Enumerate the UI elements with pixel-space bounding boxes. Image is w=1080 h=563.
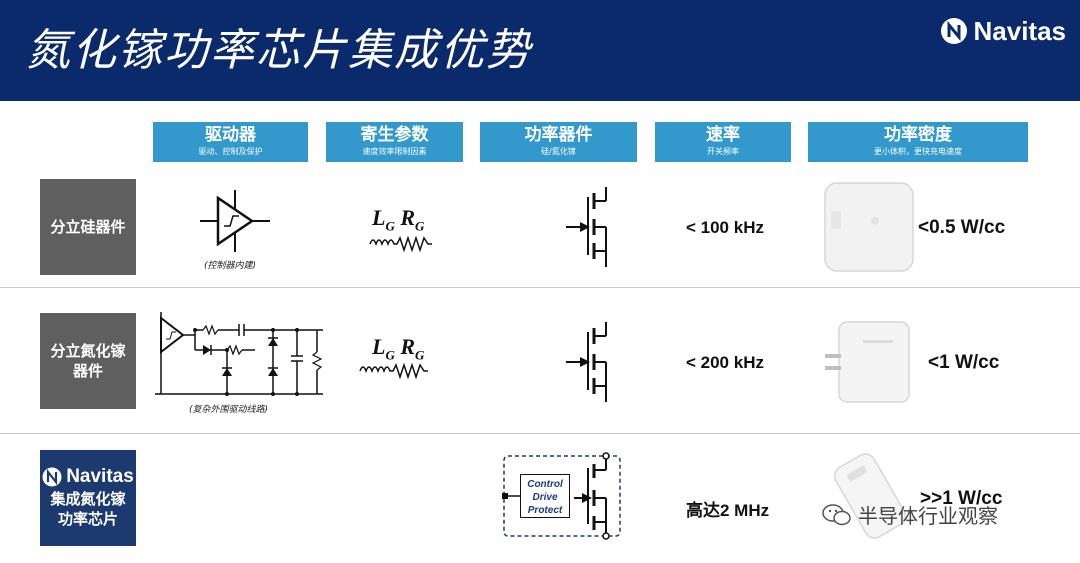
column-header-density: 功率密度 更小体积，更快充电速度 <box>808 122 1028 162</box>
column-subtitle: 硅/氮化镓 <box>541 147 576 156</box>
transistor-icon <box>566 187 607 267</box>
inductor-resistor-icon <box>359 362 428 380</box>
column-title: 寄生参数 <box>360 125 429 145</box>
driver-note: (复杂外围驱动线路) <box>189 405 269 415</box>
laptop-charger-image <box>824 182 914 272</box>
speed-value: < 200 kHz <box>686 353 764 372</box>
column-title: 功率密度 <box>884 125 952 145</box>
title-bar: 氮化镓功率芯片集成优势 Navitas <box>0 0 1080 101</box>
row-label-silicon: 分立硅器件 <box>40 179 136 275</box>
driver-circuit-icon <box>155 312 323 396</box>
speed-value: 高达2 MHz <box>686 501 770 520</box>
navitas-brand: Navitas <box>940 14 1067 48</box>
navitas-logo-icon <box>42 467 62 487</box>
speed-value: < 100 kHz <box>686 218 764 237</box>
column-subtitle: 速度效率限制因素 <box>362 147 427 156</box>
row-label-text: 分立硅器件 <box>50 218 126 236</box>
column-header-driver: 驱动器 驱动、控制及保护 <box>153 122 308 162</box>
column-subtitle: 驱动、控制及保护 <box>198 147 263 156</box>
density-value: <0.5 W/cc <box>918 217 1006 238</box>
driver-note: (控制器内建) <box>204 261 257 271</box>
column-header-parasitic: 寄生参数 速度效率限制因素 <box>326 122 463 162</box>
control-drive-protect-block: Control Drive Protect <box>520 474 570 518</box>
driver-symbol-icon <box>200 190 270 252</box>
inductor-resistor-icon <box>369 235 432 253</box>
column-subtitle: 开关频率 <box>707 147 739 156</box>
row-divider <box>0 287 1080 288</box>
column-header-power-device: 功率器件 硅/氮化镓 <box>480 122 637 162</box>
transistor-icon <box>566 322 607 402</box>
row-label-text: 分立氮化镓器件 <box>50 342 126 380</box>
parasitic-label: LG RG <box>372 205 425 234</box>
column-subtitle: 更小体积，更快充电速度 <box>874 147 962 156</box>
brand-name: Navitas <box>973 15 1067 46</box>
row-label-discrete-gan: 分立氮化镓器件 <box>40 313 136 409</box>
density-value: >>1 W/cc <box>920 488 1003 509</box>
column-title: 功率器件 <box>524 125 593 145</box>
watermark-text: 半导体行业观察 <box>858 504 998 528</box>
slide-title: 氮化镓功率芯片集成优势 <box>26 25 532 76</box>
column-title: 驱动器 <box>205 125 256 145</box>
column-title: 速率 <box>706 125 740 145</box>
navitas-mini-brand: Navitas <box>42 467 134 487</box>
density-value: <1 W/cc <box>928 352 1000 373</box>
row-label-navitas-ic: Navitas 集成氮化镓功率芯片 <box>40 450 136 546</box>
navitas-logo-icon <box>940 18 967 44</box>
row-divider <box>0 433 1080 434</box>
parasitic-label: LG RG <box>372 334 425 363</box>
watermark: 半导体行业观察 <box>822 500 998 529</box>
navitas-charger-image <box>833 453 907 539</box>
gan-charger-image <box>825 321 910 403</box>
row-label-text: 集成氮化镓功率芯片 <box>50 490 126 528</box>
wechat-icon <box>822 503 851 525</box>
column-header-speed: 速率 开关频率 <box>655 122 791 162</box>
